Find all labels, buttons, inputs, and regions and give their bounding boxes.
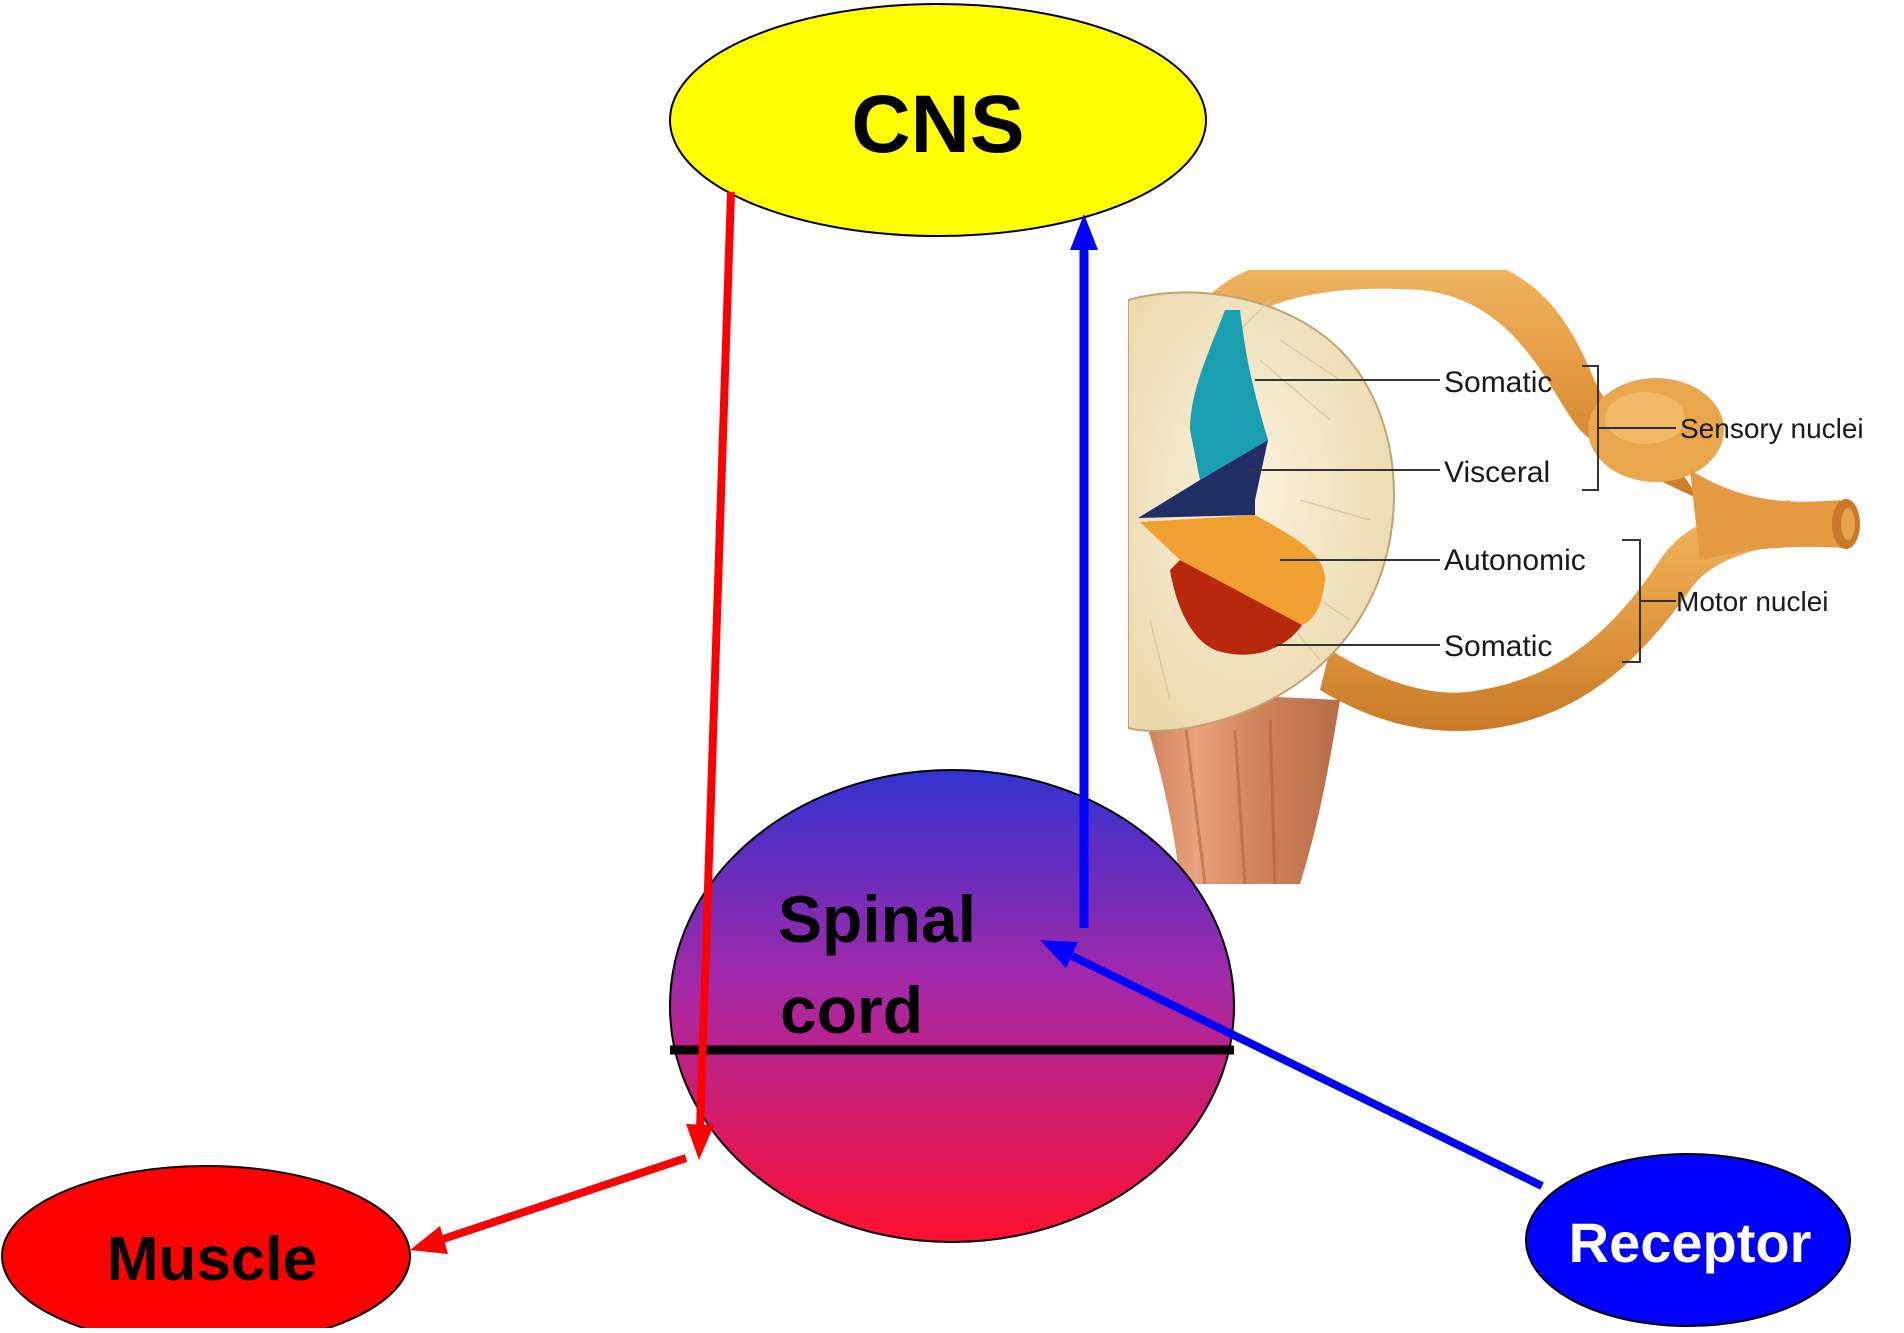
- label-somatic-motor: Somatic: [1444, 630, 1552, 663]
- label-motor-nuclei: Motor nuclei: [1676, 586, 1829, 617]
- label-sensory-nuclei: Sensory nuclei: [1680, 413, 1864, 444]
- muscle-node: Muscle: [2, 1166, 410, 1328]
- receptor-label: Receptor: [1569, 1211, 1812, 1274]
- cns-node: CNS: [670, 4, 1206, 236]
- spinal-cord-cross-section-illustration: Somatic Visceral Autonomic Somatic Senso…: [1128, 248, 1864, 884]
- label-visceral: Visceral: [1444, 456, 1550, 489]
- spinal-cord-label-line2: cord: [780, 973, 923, 1047]
- muscle-label: Muscle: [107, 1225, 317, 1294]
- arrow-spinal-cord-to-muscle: [410, 1158, 686, 1254]
- receptor-node: Receptor: [1526, 1154, 1850, 1326]
- spinal-cord-label-line1: Spinal: [778, 882, 976, 956]
- label-somatic-sensory: Somatic: [1444, 366, 1552, 399]
- label-autonomic: Autonomic: [1444, 544, 1586, 577]
- spinal-nerve: [1690, 470, 1846, 560]
- cns-label: CNS: [851, 79, 1024, 170]
- spinal-cord-node: Spinal cord: [670, 770, 1234, 1242]
